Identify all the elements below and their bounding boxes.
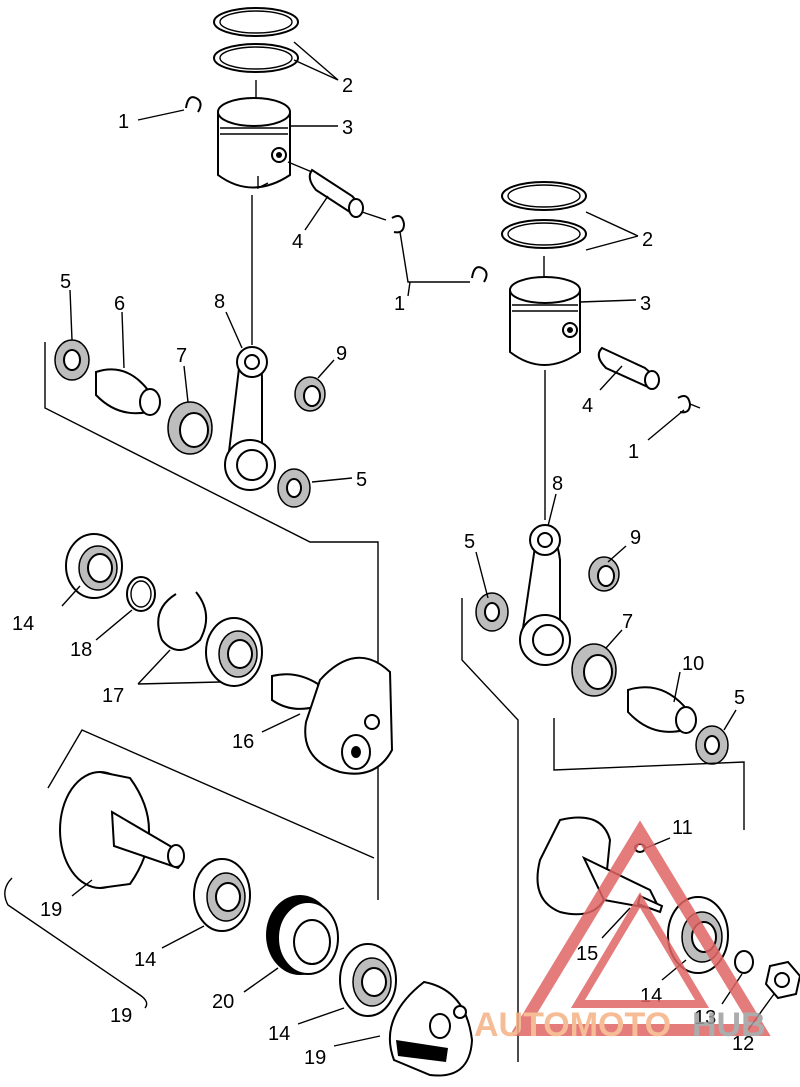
crankpin-left [95,368,161,416]
snap-ring-left-large [157,591,207,651]
callout-11: 11 [672,817,693,839]
lock-washer [734,950,754,974]
bracket-left-lower [47,729,375,859]
circlip-right-pin [677,395,701,414]
callout-3: 3 [342,117,353,139]
piston-left [217,97,291,190]
callout-5: 5 [60,271,71,293]
callout-13: 13 [694,1007,716,1029]
circlip-right-upper [471,266,488,283]
thrust-washer-left-inner [277,468,311,508]
piston-pin-left [287,161,387,221]
thrust-washer-right-inner [695,725,729,765]
leader-lines [61,41,775,1047]
callout-1: 1 [628,441,639,463]
callout-8: 8 [214,291,225,313]
watermark-triangle-inner-icon [570,892,710,1008]
needle-bearing-left-small [294,376,326,412]
bracket-right-rod [461,598,519,1062]
crank-half-left [271,656,394,775]
connecting-rod-left [224,346,276,491]
callout-5: 5 [464,531,475,553]
crank-wheel-right-lower [388,980,474,1077]
piston-pin-right [597,346,660,390]
needle-bearing-right-big [571,643,617,697]
piston-right [509,276,581,366]
callout-1: 1 [118,111,129,133]
piston-rings-left [213,7,299,100]
callout-4: 4 [582,395,593,417]
bracket-left-rod [44,342,379,900]
callout-16: 16 [232,731,254,753]
callout-20: 20 [212,991,234,1013]
guide-line-left-to-right [399,231,470,283]
needle-bearing-left-big [167,401,213,455]
crank-nut [764,960,800,1000]
callout-5: 5 [356,469,367,491]
callout-12: 12 [732,1033,754,1055]
bracket-right-pin [553,718,745,830]
callout-4: 4 [292,231,303,253]
callout-8: 8 [552,473,563,495]
callout-9: 9 [630,527,641,549]
crank-wheel-left-lower [59,771,185,889]
thrust-washer-right-outer [475,592,509,632]
callout-15: 15 [576,943,598,965]
crankpin-right [627,686,697,734]
callout-18: 18 [70,639,92,661]
watermark-triangle-icon [509,820,771,1036]
callout-10: 10 [682,653,704,675]
watermark-text-automoto: AUTOMOTO [474,1006,671,1044]
thrust-washer-left-outer [54,339,90,381]
watermark-text-hub: HUB [692,1006,766,1044]
callout-14: 14 [134,949,156,971]
callout-3: 3 [640,293,651,315]
callout-6: 6 [114,293,125,315]
crankshaft-seal [266,895,339,975]
circlip-left-upper [185,96,202,113]
bracket-19-brace [4,877,148,1009]
automotohub-watermark: AUTOMOTO HUB [474,820,771,1044]
callout-19: 19 [304,1047,326,1069]
connecting-rod-right [519,524,571,666]
piston-rings-right [501,181,587,276]
callout-2: 2 [642,229,653,251]
snap-ring-left-small [126,576,156,612]
callout-7: 7 [176,345,187,367]
circlip-left-pin [391,215,406,234]
callout-5: 5 [734,687,745,709]
main-bearing-left-upper [65,533,123,599]
main-bearing-lower-right [339,943,397,1017]
callout-7: 7 [622,611,633,633]
needle-bearing-right-small [588,556,620,592]
main-bearing-left-mid [205,617,263,687]
callout-14: 14 [268,1023,290,1045]
callout-2: 2 [342,75,353,97]
main-bearing-lower-left [193,858,251,932]
callout-9: 9 [336,343,347,365]
callout-19: 19 [40,899,62,921]
callout-19: 19 [110,1005,132,1027]
callout-17: 17 [102,685,124,707]
callout-14: 14 [12,613,34,635]
callout-1: 1 [394,293,405,315]
